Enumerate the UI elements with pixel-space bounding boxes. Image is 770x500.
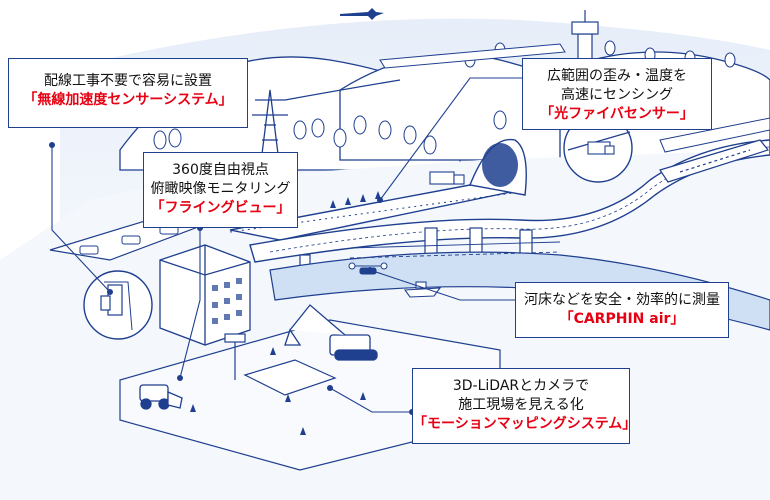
site-cones [190,347,366,435]
callout-motion-mapping: 3D-LiDARとカメラで 施工現場を見える化 「モーションマッピングシステム」 [412,368,637,444]
station [659,117,770,153]
cones [330,191,381,208]
control-tower [571,10,599,65]
river [269,251,770,331]
callout-motion-title: 「モーションマッピングシステム」 [413,416,637,432]
optical-zoom-bubble [563,113,633,183]
callout-optical-line1: 広範囲の歪み・温度を [547,68,687,84]
callout-carphin-air: 河床などを安全・効率的に測量 「CARPHIN air」 [515,282,729,338]
loader [139,384,183,410]
callout-optical-title: 「光ファイバセンサー」 [540,106,694,122]
leader-lines [51,77,522,413]
callout-optical-line2: 高速にセンシング [561,87,673,103]
camera-pole [224,333,246,380]
callout-wireless-sensor: 配線工事不要で容易に設置 「無線加速度センサーシステム」 [8,58,248,128]
callout-flying-line1: 360度自由視点 [172,162,269,178]
callout-carphin-text: 河床などを安全・効率的に測量 [524,292,720,308]
callout-flying-line2: 俯瞰映像モニタリング [150,181,291,197]
excavation-pit [243,359,337,396]
sensor-zoom-bubble [83,270,153,340]
callout-wireless-title: 「無線加速度センサーシステム」 [23,92,233,108]
airplane-icon [340,8,384,20]
truck [429,171,465,185]
callout-flying-title: 「フライングビュー」 [150,200,291,216]
callout-motion-line1: 3D-LiDARとカメラで [452,378,590,394]
callout-carphin-title: 「CARPHIN air」 [559,311,685,327]
callout-flying-view: 360度自由視点 俯瞰映像モニタリング 「フライングビュー」 [143,152,298,228]
building-windows [212,278,242,324]
train [659,139,770,183]
callout-motion-line2: 施工現場を見える化 [458,397,584,413]
power-pylon [252,79,401,171]
cars [79,225,179,255]
callout-wireless-text: 配線工事不要で容易に設置 [44,73,212,89]
leader-dots [49,142,415,415]
river-wall [349,241,561,259]
excavator [284,304,378,361]
callout-optical-fiber: 広範囲の歪み・温度を 高速にセンシング 「光ファイバセンサー」 [522,58,712,130]
runway [379,43,566,69]
